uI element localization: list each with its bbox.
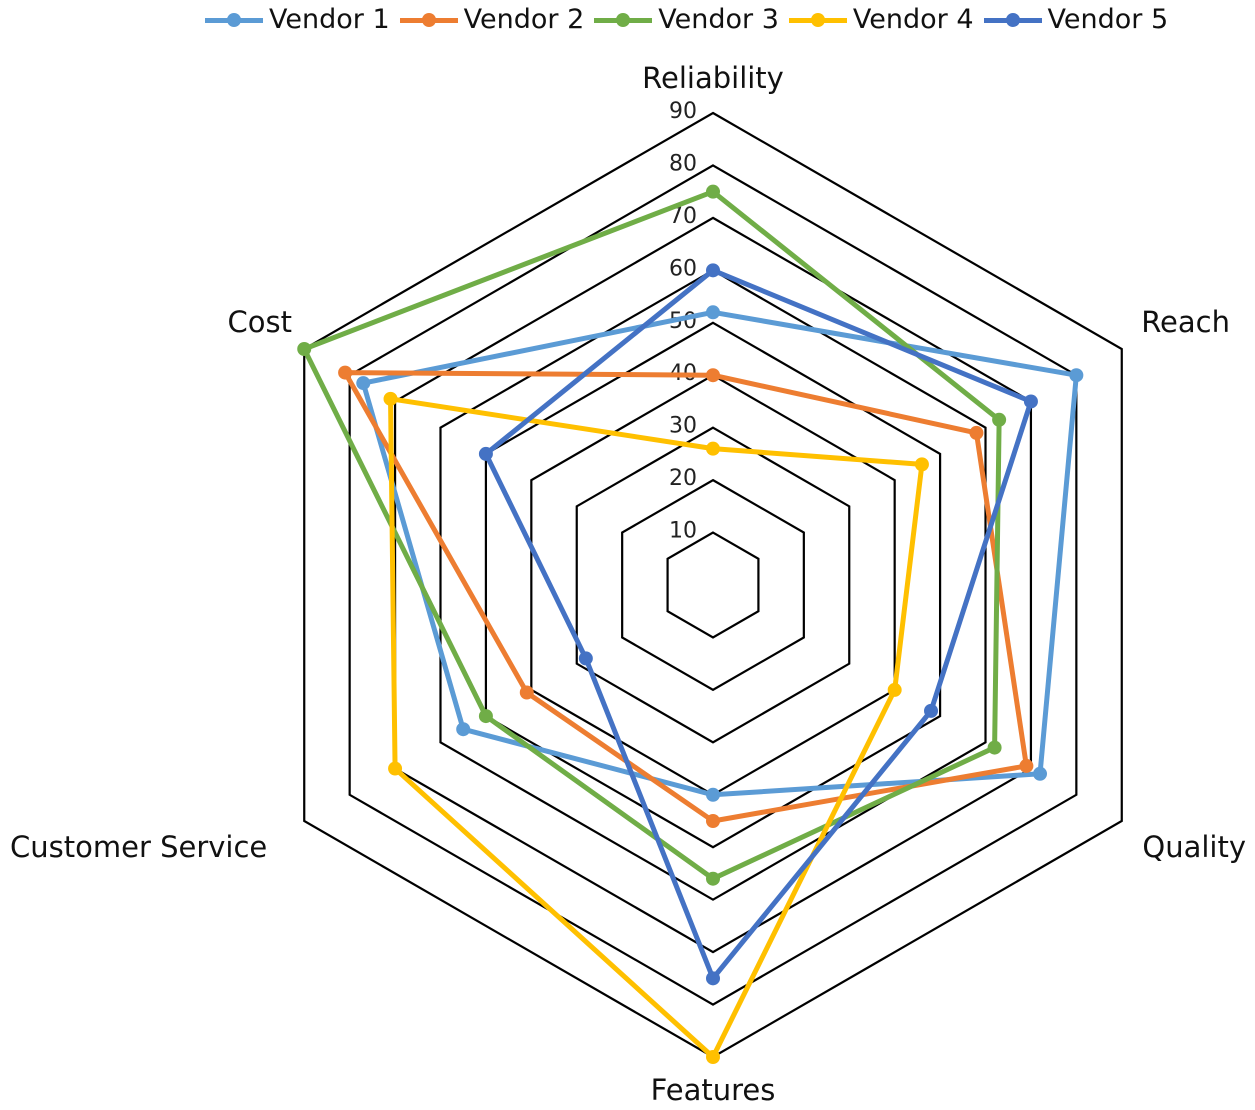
tick-label: 20 xyxy=(669,466,697,491)
data-point xyxy=(914,457,929,472)
legend-item: Vendor 3 xyxy=(594,4,779,35)
data-point xyxy=(992,412,1007,427)
data-point xyxy=(1033,766,1048,781)
axis-label-features: Features xyxy=(651,1073,776,1107)
series-vendor-1 xyxy=(356,305,1084,802)
tick-label: 60 xyxy=(669,256,697,281)
grid-ring-60 xyxy=(439,269,987,901)
series-group xyxy=(297,184,1084,1064)
series-line xyxy=(360,309,1079,798)
data-point xyxy=(706,1050,720,1064)
axis-label-cost: Cost xyxy=(228,305,292,339)
axis-label-reliability: Reliability xyxy=(642,61,784,95)
legend-swatch-icon xyxy=(594,10,653,30)
data-point xyxy=(924,703,939,718)
legend-item: Vendor 2 xyxy=(399,4,585,35)
axis-label-quality: Quality xyxy=(1142,830,1246,864)
grid-ring-70 xyxy=(393,216,1033,954)
tick-label: 90 xyxy=(669,99,697,124)
data-point xyxy=(578,651,593,666)
data-point xyxy=(987,740,1002,755)
data-point xyxy=(706,184,720,199)
data-point xyxy=(519,685,534,700)
series-vendor-2 xyxy=(338,365,1034,828)
data-point xyxy=(969,425,984,440)
grid-ring-30 xyxy=(575,426,851,744)
data-point xyxy=(456,722,471,737)
grid-ring-10 xyxy=(666,531,760,639)
data-point xyxy=(706,787,720,802)
legend-item: Vendor 5 xyxy=(983,4,1169,35)
legend-label: Vendor 3 xyxy=(658,4,779,35)
data-point xyxy=(383,391,398,406)
data-point xyxy=(1019,758,1034,773)
data-point xyxy=(388,761,403,776)
data-point xyxy=(706,441,720,456)
axis-label-customer-service: Customer Service xyxy=(10,830,267,864)
legend-swatch-icon xyxy=(983,10,1042,30)
legend-swatch-icon xyxy=(399,10,458,30)
data-point xyxy=(1023,394,1038,409)
series-line xyxy=(342,370,1029,824)
data-point xyxy=(706,871,720,886)
series-vendor-3 xyxy=(297,184,1007,886)
grid-ring-20 xyxy=(621,478,805,692)
data-point xyxy=(706,263,720,278)
legend-label: Vendor 5 xyxy=(1047,4,1169,35)
legend-item: Vendor 1 xyxy=(205,4,390,35)
data-point xyxy=(706,971,720,986)
tick-label: 10 xyxy=(669,519,697,544)
legend-label: Vendor 4 xyxy=(852,4,974,35)
chart-legend: Vendor 1 Vendor 2 Vendor 3 Vendor 4 Vendor 5 xyxy=(205,4,1178,35)
data-point xyxy=(356,376,371,391)
data-point xyxy=(706,305,720,320)
series-line xyxy=(388,396,925,1060)
data-point xyxy=(478,446,493,461)
tick-label: 80 xyxy=(669,151,697,176)
data-point xyxy=(338,365,353,380)
data-point xyxy=(887,682,902,697)
legend-item: Vendor 4 xyxy=(788,4,974,35)
series-vendor-4 xyxy=(383,391,929,1064)
legend-label: Vendor 1 xyxy=(269,4,390,35)
tick-label: 30 xyxy=(669,414,697,439)
axis-label-reach: Reach xyxy=(1141,305,1230,339)
legend-label: Vendor 2 xyxy=(463,4,585,35)
legend-swatch-icon xyxy=(788,10,847,30)
data-point xyxy=(297,342,312,356)
data-point xyxy=(478,709,493,724)
data-point xyxy=(706,814,720,828)
series-vendor-5 xyxy=(478,263,1038,986)
data-point xyxy=(1069,368,1084,383)
data-point xyxy=(706,368,720,383)
legend-swatch-icon xyxy=(205,10,263,30)
